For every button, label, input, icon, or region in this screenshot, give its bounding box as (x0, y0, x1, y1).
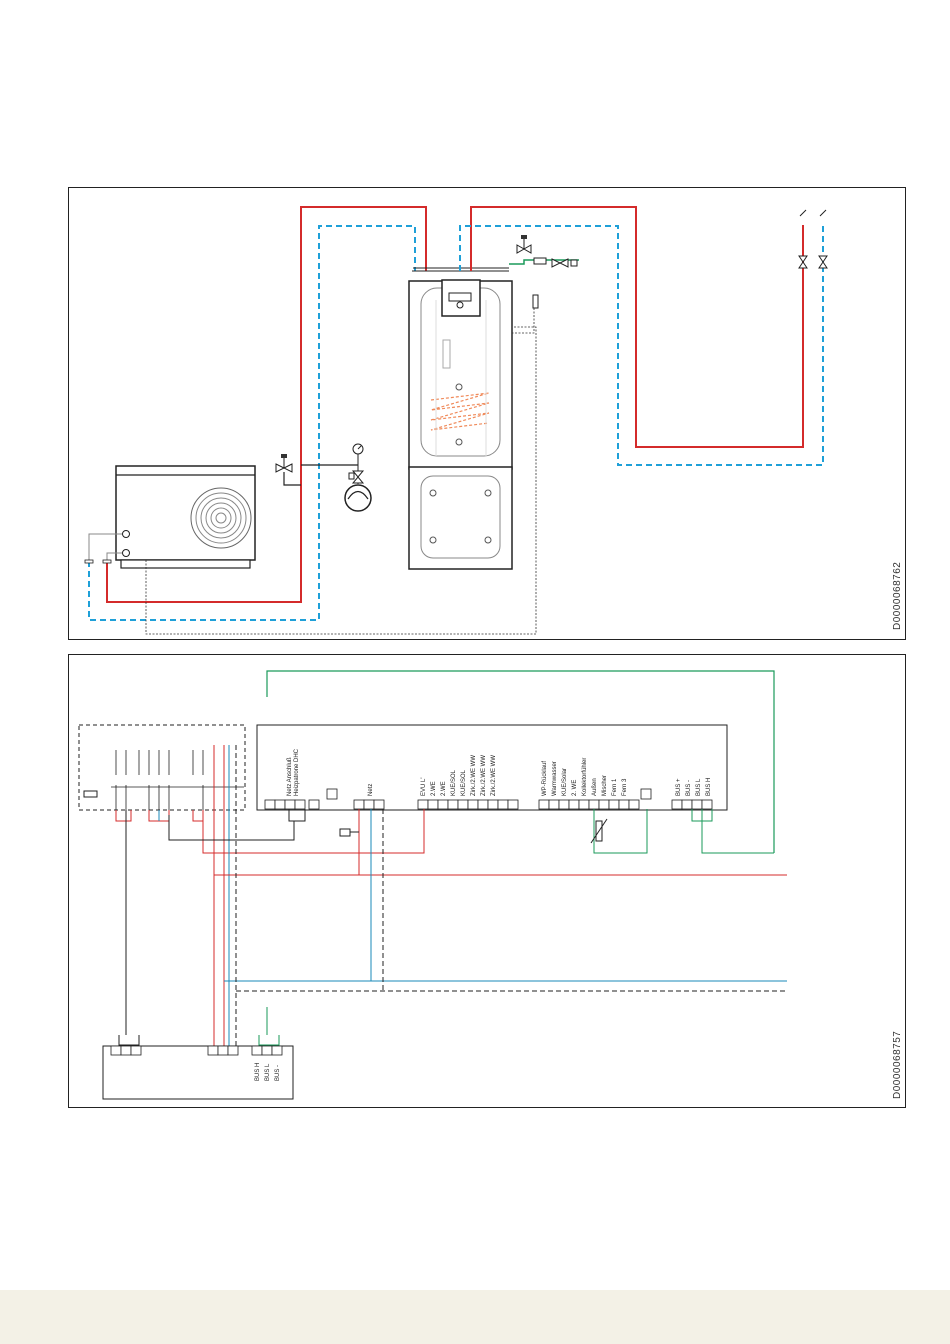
terminal-label: WP-Rücklauf (542, 761, 548, 796)
terminal-label: Fern 1 (612, 778, 618, 796)
terminal-label: 2. WE (572, 780, 578, 796)
hydraulic-schematic (69, 188, 905, 639)
terminal-label: Warmwasser (552, 761, 558, 796)
terminal-label: BUS H (255, 1063, 261, 1081)
terminal-label: BUS H (706, 778, 712, 796)
heating-circuit-flow-pipe (471, 207, 803, 447)
terminal-label: Heizpatrone DHC (294, 748, 300, 796)
fuse-box (79, 725, 245, 810)
terminal-label: KUE/SOL (461, 769, 467, 796)
terminal-label: 2.WE (431, 781, 437, 796)
outdoor-heat-pump-unit (116, 466, 255, 568)
heat-pump-terminal-labels: BUS H BUS L BUS - (255, 1063, 281, 1081)
terminal-label: KUE/SOL (451, 769, 457, 796)
terminal-label: Mischer (602, 775, 608, 796)
electrical-diagram-panel: Netz Anschluß Heizpatrone DHC Netz EVU L… (68, 654, 906, 1108)
expansion-vessel-icon (345, 485, 371, 511)
terminal-label: 2.WE (441, 781, 447, 796)
safety-valve-icon (276, 454, 301, 485)
relay-icon (340, 829, 359, 836)
water-safety-group-icon (517, 235, 577, 267)
sensor-resistor-icon (591, 819, 607, 843)
terminal-label: Netz (368, 784, 374, 796)
terminal-label: Fern 3 (622, 778, 628, 796)
storage-tower (409, 280, 512, 569)
terminal-label: Außen (592, 778, 598, 796)
terminal-label: Zirk./2.WE WW (491, 755, 497, 796)
electrical-doc-id: D0000068757 (892, 1031, 903, 1099)
pressure-gauge-icon (349, 444, 363, 484)
terminal-label: BUS L (265, 1063, 271, 1081)
hydraulic-doc-id: D0000068762 (892, 562, 903, 630)
hydraulic-diagram-panel: D0000068762 (68, 187, 906, 640)
terminal-label: BUS L (696, 778, 702, 796)
terminal-label: Netz Anschluß (287, 757, 293, 796)
footer-band (0, 1290, 950, 1344)
terminal-label: BUS + (676, 778, 682, 796)
terminal-label: BUS - (686, 780, 692, 796)
electrical-schematic: Netz Anschluß Heizpatrone DHC Netz EVU L… (69, 655, 905, 1107)
terminal-label: BUS - (275, 1065, 281, 1081)
terminal-label: EVU L' (421, 778, 427, 797)
terminal-label: Kollektorfühler (582, 758, 588, 796)
terminal-label: Zirk./2.WE WW (481, 755, 487, 796)
terminal-label: Zirk./2.WE WW (471, 755, 477, 796)
heating-circuit-return-pipe (460, 225, 823, 465)
terminal-label: KUE/Solar (562, 768, 568, 796)
